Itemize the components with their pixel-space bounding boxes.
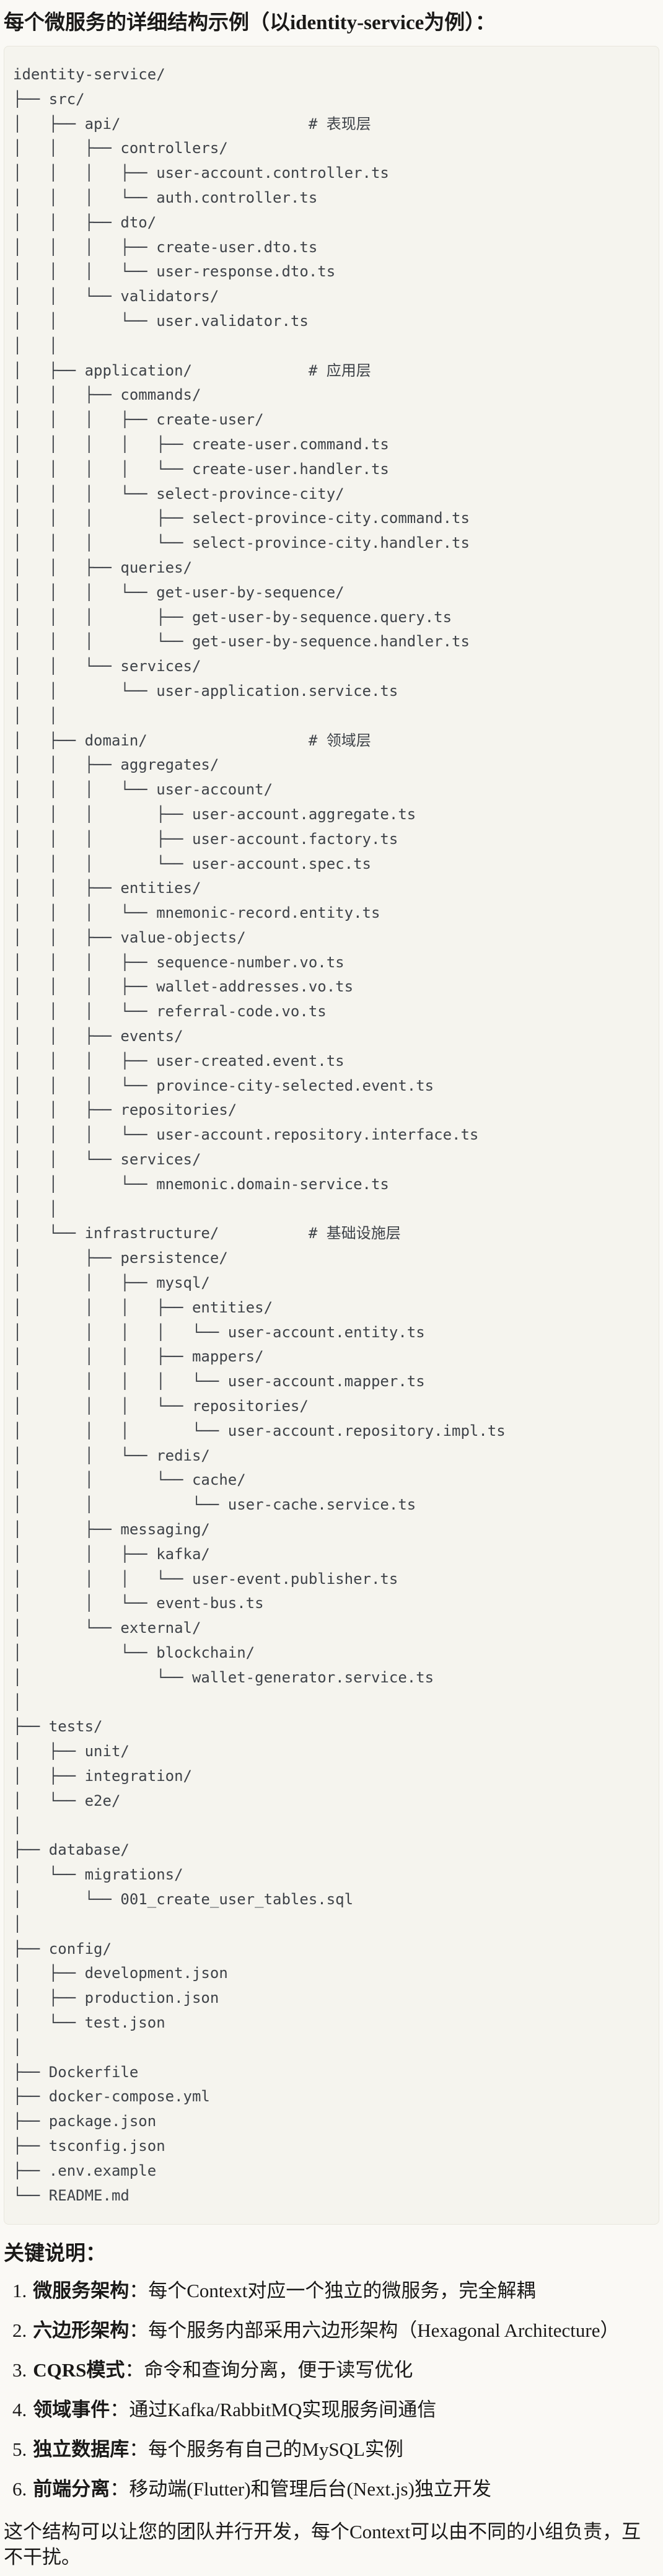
note-text: ：通过Kafka/RabbitMQ实现服务间通信 xyxy=(110,2399,437,2421)
note-label: 微服务架构 xyxy=(33,2280,130,2302)
note-text: ：命令和查询分离，便于读写优化 xyxy=(125,2359,413,2381)
note-label: 六边形架构 xyxy=(33,2319,130,2342)
notes-list: 1. 微服务架构：每个Context对应一个独立的微服务，完全解耦 2. 六边形架构… xyxy=(2,2278,661,2502)
note-number: 1. xyxy=(12,2280,27,2302)
note-item: 2. 六边形架构：每个服务内部采用六边形架构（Hexagonal Architec… xyxy=(12,2318,661,2343)
footer-paragraph: 这个结构可以让您的团队并行开发，每个Context可以由不同的小组负责，互不干扰… xyxy=(4,2521,641,2569)
note-number: 5. xyxy=(12,2438,27,2461)
note-label: 领域事件 xyxy=(33,2399,110,2421)
note-label: 前端分离 xyxy=(33,2478,110,2500)
note-number: 3. xyxy=(12,2359,27,2381)
note-text: ：每个服务有自己的MySQL实例 xyxy=(129,2438,403,2461)
page-title: 每个微服务的详细结构示例（以identity-service为例）： xyxy=(4,12,496,34)
note-label: CQRS模式 xyxy=(33,2359,125,2381)
note-number: 6. xyxy=(12,2478,27,2500)
notes-heading: 关键说明： xyxy=(4,2243,106,2266)
directory-tree-block: identity-service/ ├── src/ │ ├── api/ # … xyxy=(4,46,659,2225)
note-text: ：每个服务内部采用六边形架构（Hexagonal Architecture） xyxy=(129,2319,620,2342)
note-label: 独立数据库 xyxy=(33,2438,130,2461)
note-number: 4. xyxy=(12,2399,27,2421)
note-item: 4. 领域事件：通过Kafka/RabbitMQ实现服务间通信 xyxy=(12,2397,661,2422)
note-number: 2. xyxy=(12,2319,27,2342)
directory-tree: identity-service/ ├── src/ │ ├── api/ # … xyxy=(13,66,506,2204)
note-item: 3. CQRS模式：命令和查询分离，便于读写优化 xyxy=(12,2357,661,2383)
note-text: ：移动端(Flutter)和管理后台(Next.js)独立开发 xyxy=(110,2478,491,2500)
note-item: 5. 独立数据库：每个服务有自己的MySQL实例 xyxy=(12,2437,661,2462)
note-text: ：每个Context对应一个独立的微服务，完全解耦 xyxy=(129,2280,536,2302)
note-item: 1. 微服务架构：每个Context对应一个独立的微服务，完全解耦 xyxy=(12,2278,661,2303)
note-item: 6. 前端分离：移动端(Flutter)和管理后台(Next.js)独立开发 xyxy=(12,2476,661,2502)
